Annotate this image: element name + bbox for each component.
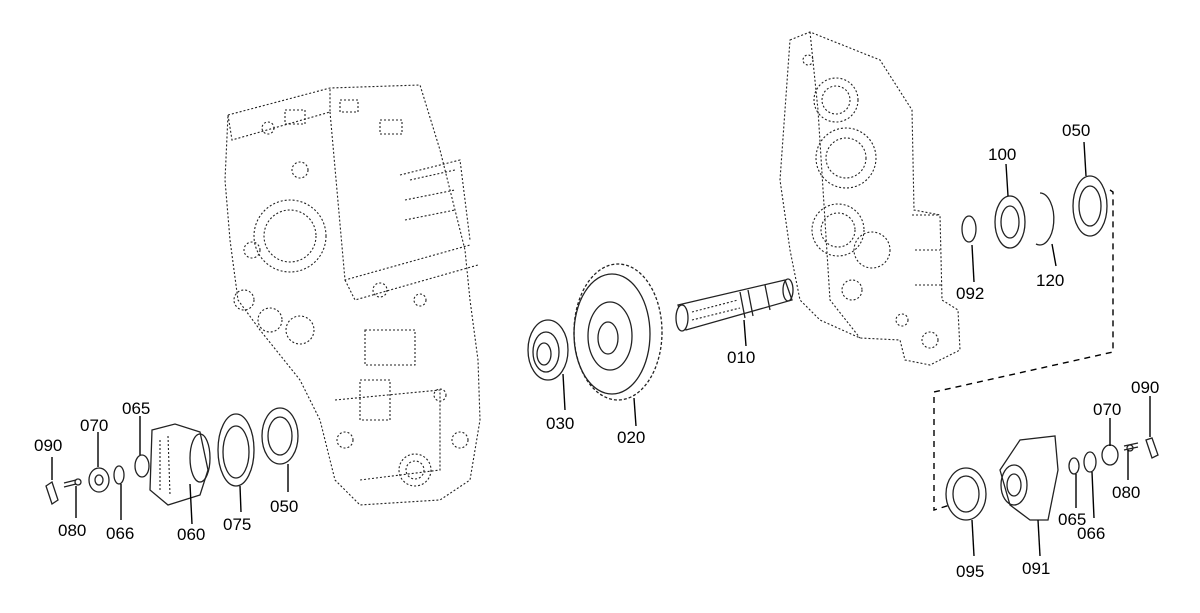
callout-030: 030 [546,414,574,433]
ring-065-right [1068,457,1080,475]
shaft-010 [675,278,794,332]
dashed-connector [933,189,1114,511]
callout-095: 095 [956,562,984,581]
callout-075: 075 [223,515,251,534]
housing-091 [999,435,1059,521]
callout-050-top: 050 [1062,121,1090,140]
callout-050-left: 050 [270,497,298,516]
ring-092 [961,215,977,243]
bearing-030 [527,319,569,381]
callout-090-left: 090 [34,436,62,455]
ring-065-left [134,454,150,478]
seal-050-right [1072,175,1108,237]
washer-070-right [1101,444,1119,466]
callout-080-left: 080 [58,521,86,540]
callout-070-left: 070 [80,416,108,435]
housing-cover-right [779,31,961,366]
bolt-080-left [63,478,82,488]
callout-010: 010 [727,348,755,367]
lock-plate-090-right [1145,437,1159,459]
callout-066-right: 066 [1077,524,1105,543]
callout-080-right: 080 [1112,483,1140,502]
snap-ring-120 [1035,192,1055,246]
lock-plate-090-left [45,480,59,506]
callout-065-right: 065 [1058,510,1086,529]
callout-020: 020 [617,428,645,447]
callout-100: 100 [988,145,1016,164]
washer-070-left [88,467,110,493]
leader-lines [51,141,1151,557]
callout-120: 120 [1036,271,1064,290]
ring-066-left [113,465,125,485]
callout-070-right: 070 [1093,400,1121,419]
seal-050-left [261,407,299,465]
callout-060: 060 [177,525,205,544]
transmission-housing-left [224,84,481,506]
bearing-100 [994,195,1026,249]
callout-092: 092 [956,284,984,303]
callout-090-right: 090 [1131,378,1159,397]
callout-066-left: 066 [106,524,134,543]
flange-060 [149,423,211,506]
ring-066-right [1083,451,1097,473]
callout-065-left: 065 [122,399,150,418]
callout-labels: 050 100 092 120 010 030 020 090 070 065 … [34,121,1159,581]
plate-075 [217,413,255,487]
gear-020 [573,263,663,401]
callout-091: 091 [1022,559,1050,578]
bolt-080-right [1123,442,1139,452]
seal-095 [945,467,987,521]
